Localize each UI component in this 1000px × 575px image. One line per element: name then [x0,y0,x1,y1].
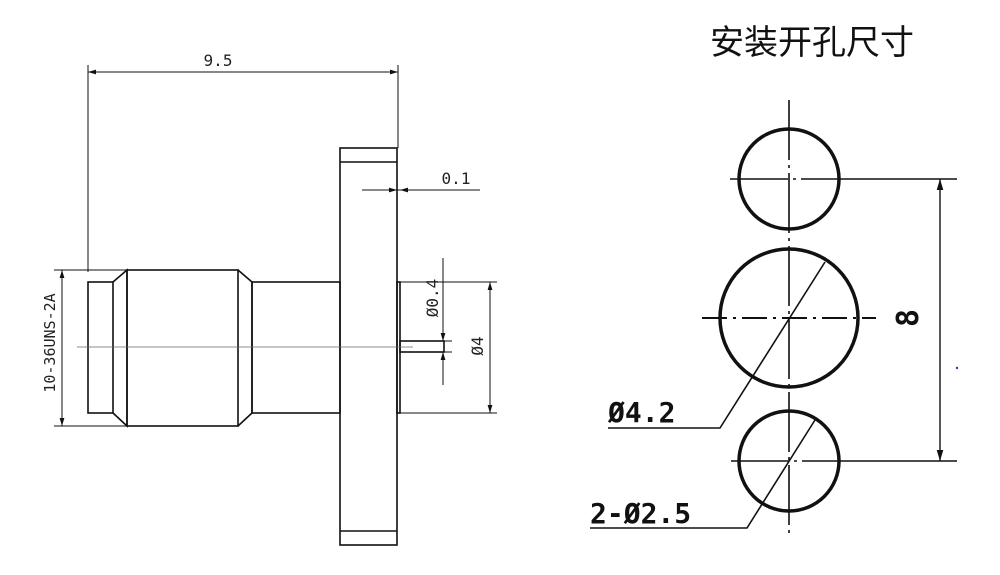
screw-holes-label: 2-Ø2.5 [590,497,691,530]
connector-side-view [54,65,497,546]
thread-label: 10-36UNS-2A [41,293,59,392]
center-hole-label: Ø4.2 [607,396,675,429]
connector-threaded-body [126,269,239,427]
gap-label: 0.1 [442,169,471,188]
connector-front-cap [87,281,114,414]
length-label: 9.5 [204,51,233,70]
boss-diameter-label: Ø4 [468,336,487,355]
connector-shaft [251,281,341,414]
mounting-hole-title: 安装开孔尺寸 [710,23,914,63]
pin-diameter-label: Ø0.4 [423,279,442,318]
mounting-hole-pattern [590,100,957,537]
connector-flange [339,147,398,546]
hole-spacing-label: 8 [891,309,926,327]
connector-pin [399,340,445,353]
